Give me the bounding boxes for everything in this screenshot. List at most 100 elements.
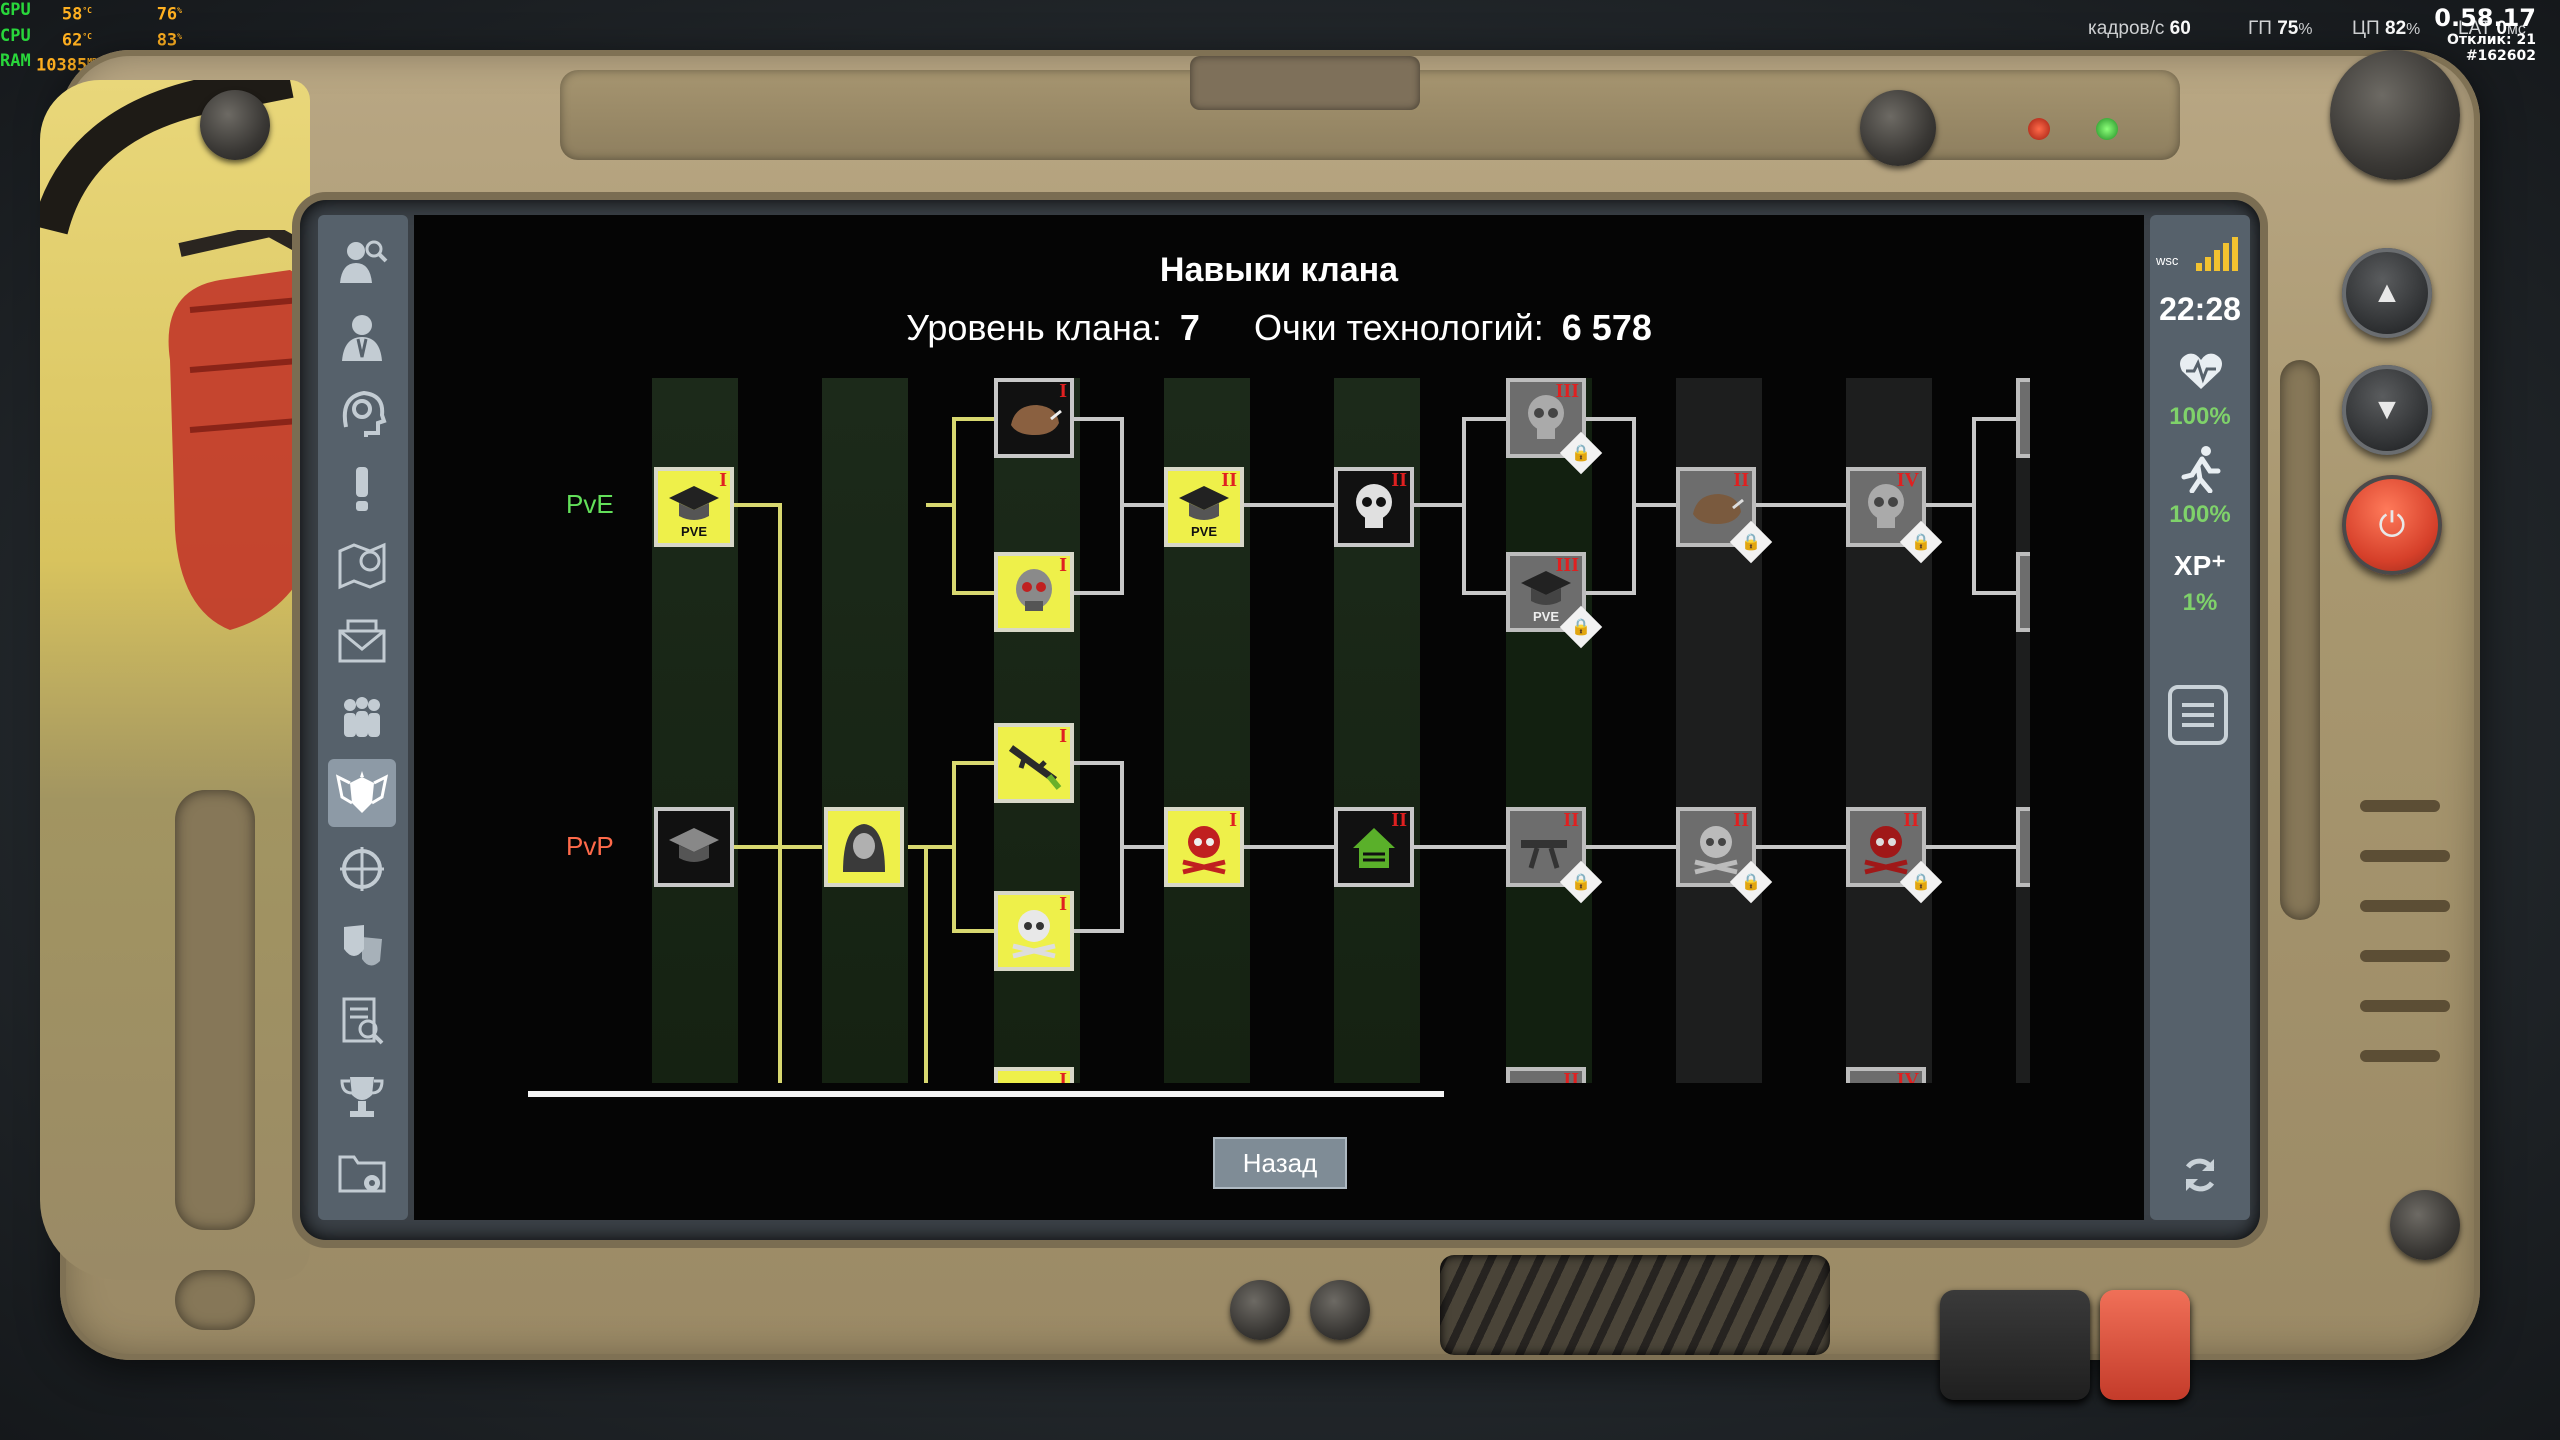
exclamation-icon [356, 467, 368, 511]
masks-icon [344, 925, 382, 966]
skill-node-partial[interactable] [2016, 552, 2030, 632]
gpu-stats: GPU 58°C 76% [0, 0, 182, 25]
menu-line [2182, 713, 2214, 717]
right-grip-slot [2280, 360, 2320, 920]
skill-node-partial[interactable] [2016, 807, 2030, 887]
speaker-vent [1440, 1255, 1830, 1355]
xp-value: 1% [2182, 589, 2218, 616]
skill-node-partial[interactable] [2016, 378, 2030, 458]
skull-crossbones-icon [1182, 826, 1226, 875]
skill-node[interactable]: I [994, 891, 1074, 971]
bottom-knob-left [1230, 1280, 1290, 1340]
skill-node[interactable]: I PVE [654, 467, 734, 547]
power-button[interactable]: ⏻ [2342, 475, 2442, 575]
sidebar-item-contracts[interactable] [328, 987, 396, 1055]
power-icon: ⏻ [2378, 505, 2406, 544]
skill-node[interactable]: I [994, 552, 1074, 632]
sidebar-item-character[interactable] [328, 303, 396, 371]
sidebar-item-mail[interactable] [328, 607, 396, 675]
lock-icon: 🔒 [1571, 618, 1591, 636]
skill-node-locked[interactable]: II 🔒 [1846, 807, 1943, 904]
boar-icon [1693, 494, 1744, 524]
sidebar-item-search-profile[interactable] [328, 227, 396, 295]
skill-node-locked[interactable]: II 🔒 [1676, 467, 1773, 564]
sidebar-item-map[interactable] [328, 531, 396, 599]
bottom-knob-right [1310, 1280, 1370, 1340]
cpu-stats: CPU 62°C 83% [0, 25, 182, 51]
skill-node[interactable] [824, 807, 904, 887]
page-title: Навыки клана [1159, 251, 1399, 289]
heart-pulse-icon [2180, 353, 2222, 389]
sidebar-item-skills[interactable] [328, 379, 396, 447]
red-toggle-switch[interactable] [2100, 1290, 2190, 1400]
lock-icon: 🔒 [1911, 873, 1931, 891]
scroll-down-button[interactable]: ▼ [2342, 365, 2432, 455]
character-icon [342, 315, 382, 361]
group-icon [344, 697, 380, 737]
camera-lens [1860, 90, 1936, 166]
graduation-cap-icon [669, 486, 719, 520]
menu-line [2182, 703, 2214, 707]
house-upgrade-icon [1353, 828, 1395, 868]
skill-node-partial[interactable]: II [1506, 1067, 1586, 1097]
gpu-load-readout: ГП 75% [2248, 18, 2313, 39]
dark-toggle-switch[interactable] [1940, 1290, 2090, 1400]
menu-button[interactable] [2168, 685, 2228, 745]
sidebar-item-clan-skills[interactable] [328, 759, 396, 827]
skill-node-locked[interactable]: II 🔒 [1506, 807, 1603, 904]
skill-node-locked[interactable]: III PVE 🔒 [1506, 552, 1603, 649]
sidebar-item-clan[interactable] [328, 683, 396, 751]
left-grip-slot [175, 790, 255, 1230]
skill-node-locked[interactable]: III 🔒 [1506, 378, 1603, 475]
vent-slot [2360, 900, 2450, 912]
vent-slot [2360, 800, 2440, 812]
skill-connectors [732, 417, 2016, 1083]
map-compass-icon [338, 542, 386, 590]
clock: 22:28 [2159, 291, 2241, 327]
skill-node[interactable]: I [994, 378, 1074, 458]
skill-node[interactable]: II [1334, 807, 1414, 887]
skill-node[interactable]: I [994, 723, 1074, 803]
rifle-icon [1008, 745, 1062, 790]
scroll-up-button[interactable]: ▲ [2342, 248, 2432, 338]
skull-crossbones-icon [1694, 826, 1738, 875]
back-button[interactable]: Назад [1213, 1137, 1347, 1189]
skill-node-locked[interactable]: IV 🔒 [1846, 467, 1943, 564]
refresh-icon[interactable] [2180, 1155, 2220, 1195]
red-led [2028, 118, 2050, 140]
left-grip-slot-small [175, 1270, 255, 1330]
machine-gun-icon [1521, 840, 1567, 869]
vent-slot [2360, 1000, 2450, 1012]
vent-slot [2360, 950, 2450, 962]
triangle-down-icon: ▼ [2372, 393, 2402, 426]
skill-node-locked[interactable]: II 🔒 [1676, 807, 1773, 904]
status-panel: wsc 22:28 100% 100% XP⁺ 1% [2150, 215, 2250, 1220]
clan-stats-line: Уровень клана: 7 Очки технологий: 6 578 [906, 307, 1652, 348]
skill-node[interactable]: II PVE [1164, 467, 1244, 547]
screw-knob [200, 90, 270, 160]
mail-icon [338, 619, 386, 663]
sidebar-item-weapons[interactable] [328, 835, 396, 903]
xp-label: XP⁺ [2173, 550, 2227, 581]
sidebar-item-settings[interactable] [328, 1139, 396, 1207]
document-search-icon [342, 997, 384, 1045]
running-man-icon [2181, 446, 2221, 493]
skill-node[interactable] [654, 807, 734, 887]
horizontal-scrollbar[interactable] [528, 1091, 1444, 1097]
sidebar-item-achievements[interactable] [328, 1063, 396, 1131]
sidebar-item-quests[interactable] [328, 455, 396, 523]
tech-points-value: 6 578 [1561, 307, 1652, 348]
clan-skills-screen: Навыки клана Уровень клана: 7 Очки техно… [414, 215, 2144, 1220]
skull-icon [1356, 484, 1392, 528]
skull-crossbones-icon [1864, 826, 1908, 875]
boar-icon [1011, 405, 1062, 435]
skull-crossbones-icon [1012, 910, 1056, 959]
skill-node[interactable]: II [1334, 467, 1414, 547]
graduation-cap-icon [1179, 486, 1229, 520]
skill-node[interactable]: I [1164, 807, 1244, 887]
power-dial[interactable] [2330, 50, 2460, 180]
health-value: 100% [2169, 403, 2231, 430]
perf-overlay-left: GPU 58°C 76% CPU 62°C 83% RAM 10385MB [0, 0, 182, 77]
sidebar-item-masks[interactable] [328, 911, 396, 979]
row-label-pve: PvE [566, 489, 614, 519]
